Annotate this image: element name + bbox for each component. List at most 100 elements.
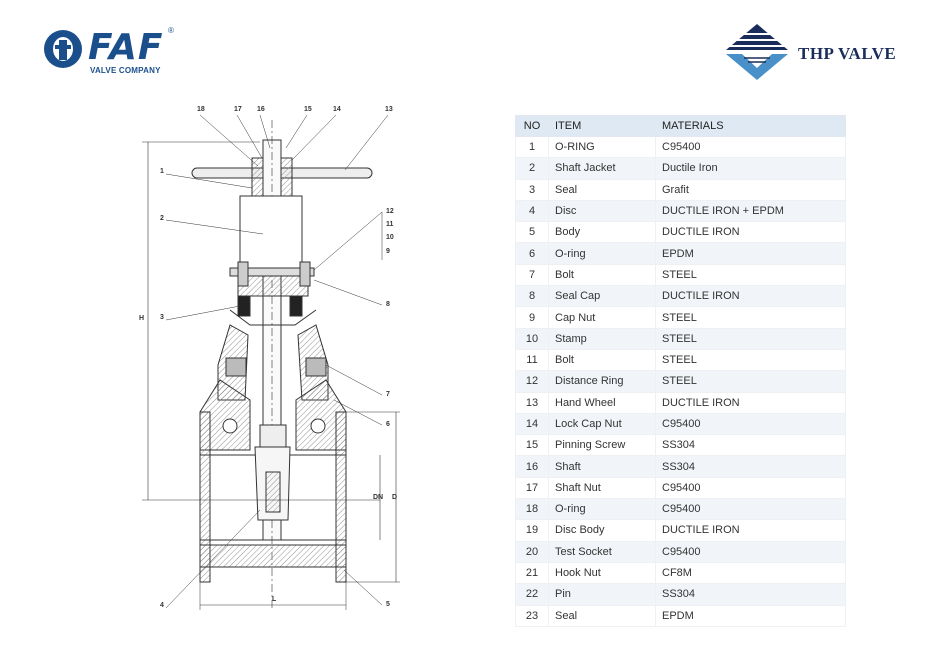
cell-material: Ductile Iron <box>655 157 846 180</box>
cell-material: SS304 <box>655 455 846 478</box>
cell-item: Cap Nut <box>548 306 656 329</box>
callout-3: 3 <box>160 314 164 321</box>
cell-material: STEEL <box>655 306 846 329</box>
cell-item: Pin <box>548 583 656 606</box>
cell-item: Shaft Nut <box>548 476 656 500</box>
cell-no: 1 <box>515 135 549 159</box>
cell-no: 8 <box>515 285 549 308</box>
valve-cross-section-drawing: 18 17 16 15 14 13 1 2 12 11 10 9 8 3 7 6… <box>130 100 420 620</box>
header-item: ITEM <box>548 115 656 137</box>
callout-14: 14 <box>333 106 341 113</box>
dimension-dn-label: DN <box>373 494 384 501</box>
cell-material: DUCTILE IRON + EPDM <box>655 199 846 223</box>
faf-logo: FAF ® VALVE COMPANY <box>44 26 184 78</box>
cell-no: 10 <box>515 327 549 350</box>
cell-item: Seal Cap <box>548 285 656 308</box>
cell-no: 13 <box>515 391 549 414</box>
cell-no: 5 <box>515 221 549 244</box>
cell-material: STEEL <box>655 263 846 287</box>
callout-4: 4 <box>160 602 164 609</box>
callout-12: 12 <box>386 208 394 215</box>
valve-drawing-svg <box>142 114 400 610</box>
cell-item: Body <box>548 221 656 244</box>
cell-no: 17 <box>515 476 549 500</box>
cell-no: 18 <box>515 498 549 521</box>
cell-item: Bolt <box>548 263 656 287</box>
faf-logo-subtitle: VALVE COMPANY <box>90 66 161 75</box>
thp-logo: THP VALVE <box>724 22 934 84</box>
registered-mark: ® <box>168 26 174 35</box>
cell-item: Shaft Jacket <box>548 157 656 180</box>
cell-item: Test Socket <box>548 540 656 563</box>
cell-no: 7 <box>515 263 549 287</box>
callout-11: 11 <box>386 221 394 228</box>
cell-material: SS304 <box>655 434 846 457</box>
cell-material: Grafit <box>655 178 846 201</box>
cell-item: Hook Nut <box>548 561 656 585</box>
cell-material: DUCTILE IRON <box>655 285 846 308</box>
cell-no: 20 <box>515 540 549 563</box>
cell-no: 14 <box>515 412 549 436</box>
cell-material: C95400 <box>655 498 846 521</box>
cell-no: 23 <box>515 604 549 627</box>
callout-2: 2 <box>160 215 164 222</box>
cell-no: 15 <box>515 434 549 457</box>
faf-logo-text: FAF <box>88 27 164 68</box>
table-header-row: NO ITEM MATERIALS <box>515 115 846 137</box>
callout-13: 13 <box>385 106 393 113</box>
callout-8: 8 <box>386 301 390 308</box>
cell-material: SS304 <box>655 583 846 606</box>
cell-material: DUCTILE IRON <box>655 391 846 414</box>
cell-no: 3 <box>515 178 549 201</box>
dimension-d-label: D <box>392 494 398 501</box>
cell-item: Stamp <box>548 327 656 350</box>
cell-item: Pinning Screw <box>548 434 656 457</box>
cell-material: STEEL <box>655 370 846 393</box>
cell-item: Disc <box>548 199 656 223</box>
callout-16: 16 <box>257 106 265 113</box>
cell-no: 21 <box>515 561 549 585</box>
cell-item: Bolt <box>548 348 656 372</box>
callout-18: 18 <box>197 106 205 113</box>
callout-6: 6 <box>386 421 390 428</box>
cell-item: Distance Ring <box>548 370 656 393</box>
cell-material: CF8M <box>655 561 846 585</box>
cell-material: DUCTILE IRON <box>655 221 846 244</box>
dimension-l-label: L <box>272 596 277 603</box>
thp-diamond-icon <box>726 24 788 80</box>
cell-no: 22 <box>515 583 549 606</box>
cell-material: EPDM <box>655 604 846 627</box>
callout-15: 15 <box>304 106 312 113</box>
cell-material: STEEL <box>655 327 846 350</box>
cell-item: Lock Cap Nut <box>548 412 656 436</box>
cell-no: 12 <box>515 370 549 393</box>
cell-material: C95400 <box>655 135 846 159</box>
cell-no: 11 <box>515 348 549 372</box>
cell-item: Seal <box>548 604 656 627</box>
cell-item: Seal <box>548 178 656 201</box>
callout-7: 7 <box>386 391 390 398</box>
thp-logo-text: THP VALVE <box>798 44 897 63</box>
cell-item: O-RING <box>548 135 656 159</box>
cell-no: 9 <box>515 306 549 329</box>
cell-item: Hand Wheel <box>548 391 656 414</box>
cell-item: O-ring <box>548 242 656 265</box>
